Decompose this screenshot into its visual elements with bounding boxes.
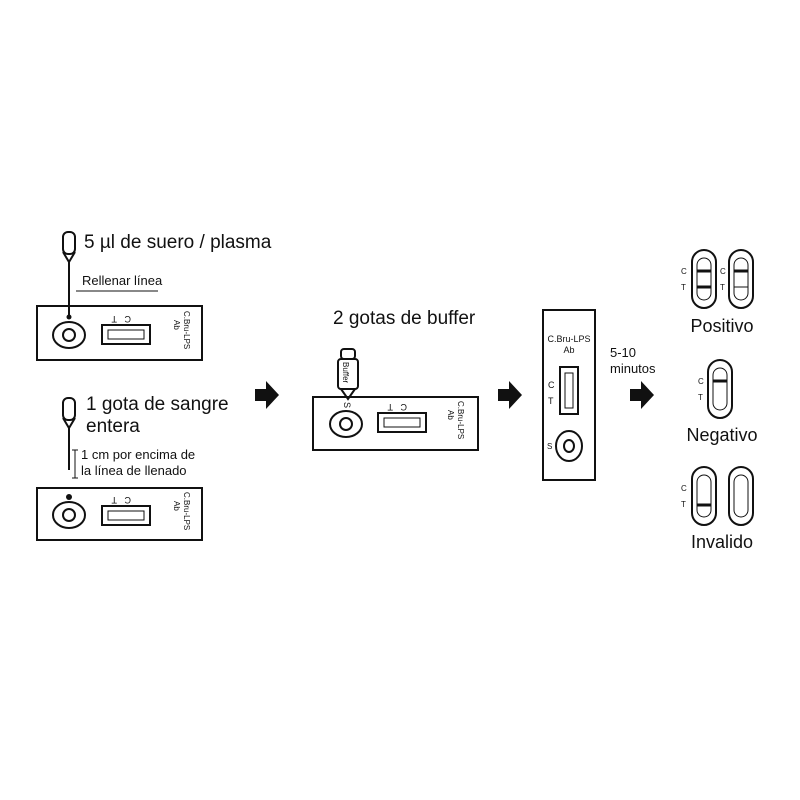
- strip-t-label-2: T: [720, 283, 725, 292]
- time-line2: minutos: [610, 361, 656, 376]
- arrow-right-icon-3: [630, 381, 654, 409]
- result-strip-positive-2: C T: [720, 249, 754, 309]
- cassette-t-label-4: T: [548, 396, 554, 406]
- cassette-c-label-3: C: [400, 402, 407, 412]
- cassette-name-3: C.Bru-LPS: [456, 401, 465, 439]
- strip-t-label-4: T: [681, 500, 686, 509]
- cassette-t-label-2: T: [111, 495, 117, 505]
- cassette-c-label-2: C: [124, 495, 131, 505]
- buffer-title: 2 gotas de buffer: [333, 308, 476, 329]
- strip-c-label-2: C: [720, 267, 726, 276]
- strip-t-label: T: [681, 283, 686, 292]
- strip-c-label: C: [681, 267, 687, 276]
- cassette-sub-3: Ab: [446, 410, 455, 420]
- pipette-icon-serum: [62, 231, 76, 318]
- strip-c-label-3: C: [698, 377, 704, 386]
- result-invalid-label: Invalido: [691, 532, 753, 552]
- pipette-icon-blood: [62, 397, 76, 470]
- result-strip-negative: C T: [698, 359, 733, 419]
- buffer-bottle-label: Buffer: [341, 362, 350, 384]
- result-positive-label: Positivo: [690, 316, 753, 336]
- result-strip-invalid-1: C T: [681, 466, 717, 526]
- buffer-bottle-icon: Buffer: [337, 348, 359, 401]
- blood-title-line2: entera: [86, 416, 140, 437]
- result-strip-positive-1: C T: [681, 249, 717, 309]
- time-line1: 5-10: [610, 345, 636, 360]
- cassette-horizontal-buffer: S T C C.Bru-LPS Ab: [312, 396, 479, 451]
- cassette-name: C.Bru-LPS: [182, 311, 191, 349]
- cassette-vertical: C.Bru-LPS Ab C T S: [542, 309, 596, 481]
- cassette-s-label-4: S: [547, 442, 552, 451]
- cassette-name-2: C.Bru-LPS: [182, 492, 191, 530]
- cassette-c-label-4: C: [548, 380, 555, 390]
- blood-note-line1: 1 cm por encima de: [81, 447, 195, 462]
- cassette-t-label-3: T: [387, 402, 393, 412]
- cassette-s-label: S: [342, 402, 352, 408]
- cassette-c-label: C: [124, 314, 131, 324]
- serum-title: 5 µl de suero / plasma: [84, 232, 272, 253]
- cassette-sub: Ab: [172, 320, 181, 330]
- arrow-right-icon-1: [255, 381, 279, 409]
- arrow-right-icon-2: [498, 381, 522, 409]
- cassette-sub-2: Ab: [172, 501, 181, 511]
- result-negative-label: Negativo: [686, 425, 757, 445]
- cassette-name-4: C.Bru-LPS: [547, 334, 590, 344]
- blood-note-line2: la línea de llenado: [81, 463, 187, 478]
- cassette-sub-4: Ab: [563, 345, 574, 355]
- strip-c-label-4: C: [681, 484, 687, 493]
- serum-note: Rellenar línea: [82, 273, 163, 288]
- cassette-t-label: T: [111, 314, 117, 324]
- cassette-horizontal-serum: T C C.Bru-LPS Ab: [36, 305, 203, 361]
- result-strip-invalid-2: [728, 466, 754, 526]
- strip-t-label-3: T: [698, 393, 703, 402]
- cassette-horizontal-blood: T C C.Bru-LPS Ab: [36, 487, 203, 541]
- blood-title-line1: 1 gota de sangre: [86, 394, 229, 415]
